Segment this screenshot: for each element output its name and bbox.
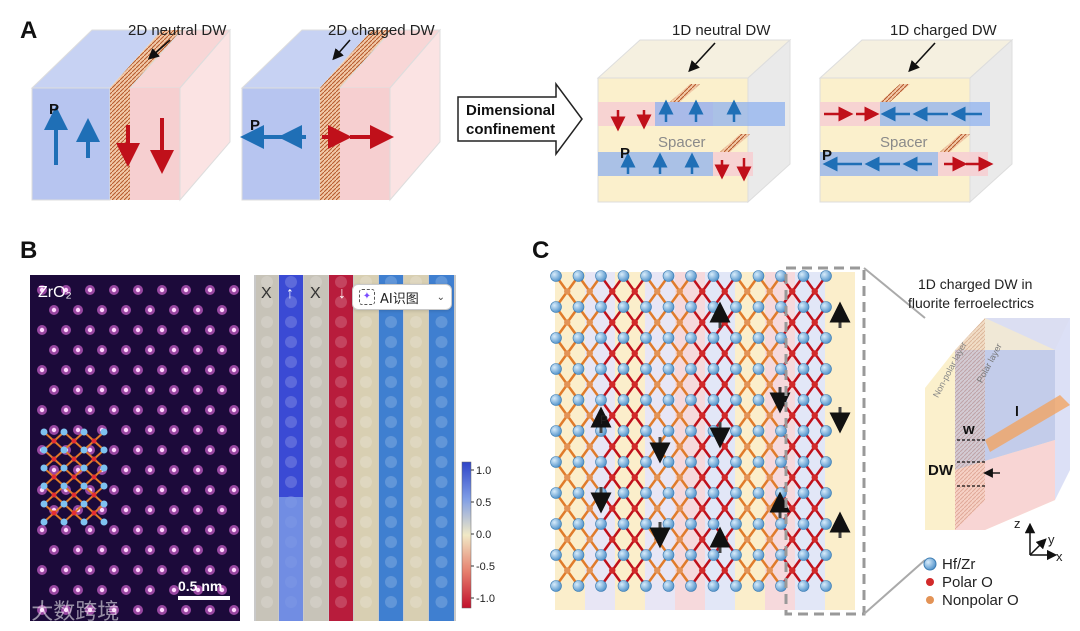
axes-indicator: z y x	[1014, 516, 1063, 564]
width-label: w	[962, 421, 975, 438]
col-label-x-2: X	[310, 285, 321, 302]
polarization-label: P	[250, 117, 260, 134]
axis-y: y	[1048, 532, 1055, 547]
panel-letter-a: A	[20, 17, 37, 44]
spacer-label: Spacer	[880, 134, 928, 151]
dw-label: DW	[928, 462, 954, 479]
colorbar-tick: -1.0	[476, 593, 495, 605]
polarization-map: X ↑ X ↓	[254, 275, 456, 621]
colorbar-tick: 1.0	[476, 465, 491, 477]
col-label-x-1: X	[261, 285, 272, 302]
watermark-text: 大数跨境	[31, 600, 120, 625]
polarization-label: P	[620, 145, 630, 162]
legend-swatch-polar	[926, 578, 934, 586]
ai-button-label: AI识图	[380, 291, 419, 307]
spacer-label: Spacer	[658, 134, 706, 151]
axis-x: x	[1056, 549, 1063, 564]
title-1d-charged: 1D charged DW	[890, 22, 998, 39]
title-2d-neutral: 2D neutral DW	[128, 22, 227, 39]
watermark: ◎ 大数跨境	[8, 594, 119, 626]
legend-nonpolar: Nonpolar O	[942, 592, 1019, 609]
confinement-text-2: confinement	[466, 121, 555, 138]
watermark-logo-icon: ◎	[8, 597, 28, 623]
sparkle-icon: ✦	[359, 289, 375, 305]
colorbar-tick: -0.5	[476, 561, 495, 573]
polarization-label: P	[49, 101, 59, 118]
inset-title-2: fluorite ferroelectrics	[908, 295, 1034, 311]
selection-box	[784, 266, 866, 616]
cube-2d-charged: P	[240, 28, 442, 202]
cube-2d-neutral: P	[30, 28, 232, 202]
scale-bar-label: 0.5 nm	[178, 578, 222, 594]
cube-1d-neutral: Spacer P	[596, 38, 792, 204]
panel-letter-c: C	[532, 237, 549, 264]
panel-letter-b: B	[20, 237, 37, 264]
colorbar: 1.0 0.5 0.0 -0.5 -1.0	[461, 461, 495, 609]
polarization-label: P	[822, 147, 832, 164]
title-1d-neutral: 1D neutral DW	[672, 22, 771, 39]
col-label-up: ↑	[286, 285, 294, 302]
material-label: ZrO₂	[38, 284, 72, 301]
colorbar-tick: 0.5	[476, 497, 491, 509]
confinement-arrow: Dimensional confinement	[457, 81, 583, 157]
dw-inset: Non-polar layer Polar layer w l DW	[925, 318, 1070, 530]
length-label: l	[1015, 403, 1019, 419]
axis-z: z	[1014, 516, 1021, 531]
legend-polar: Polar O	[942, 574, 993, 591]
stem-image: ZrO₂ 0.5 nm	[30, 275, 240, 621]
col-label-down: ↓	[338, 285, 346, 302]
legend-swatch-nonpolar	[926, 596, 934, 604]
cube-1d-charged: Spacer P	[818, 38, 1014, 204]
inset-title-1: 1D charged DW in	[918, 276, 1032, 292]
legend-swatch-hfzr	[923, 557, 937, 571]
legend: Hf/Zr Polar O Nonpolar O	[923, 556, 1019, 609]
chevron-down-icon: ⌄	[436, 291, 445, 303]
legend-hfzr: Hf/Zr	[942, 556, 975, 573]
colorbar-tick: 0.0	[476, 529, 491, 541]
lattice-overlay	[40, 428, 108, 526]
ai-recognize-button[interactable]: ✦ AI识图 ⌄	[352, 284, 452, 310]
confinement-text-1: Dimensional	[466, 102, 555, 119]
lattice-structure	[550, 270, 855, 610]
title-2d-charged: 2D charged DW	[328, 22, 436, 39]
polarization-label: P	[600, 413, 608, 427]
